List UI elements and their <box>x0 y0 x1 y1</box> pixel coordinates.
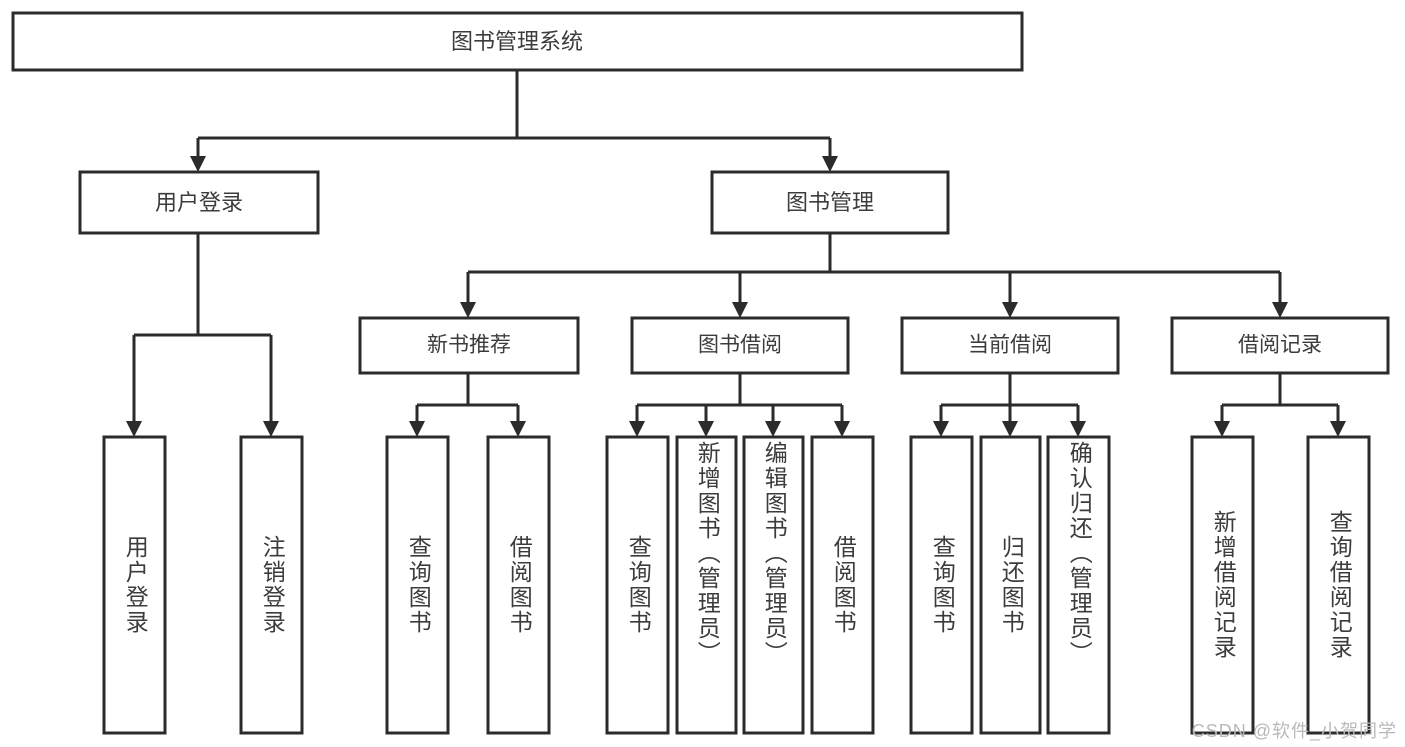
watermark-text: CSDN @软件_小贺同学 <box>1191 721 1397 741</box>
leaf-query-book-2-rect[interactable] <box>605 435 670 735</box>
node-root-rect[interactable] <box>11 11 1024 72</box>
leaf-query-book-3-rect[interactable] <box>909 435 974 735</box>
leaf-query-book-1-rect[interactable] <box>385 435 450 735</box>
leaf-query-record-rect[interactable] <box>1306 435 1371 735</box>
arrowhead-borrow-record <box>1272 302 1288 318</box>
leaf-add-book-rect[interactable] <box>675 435 738 735</box>
leaf-return-book-rect[interactable] <box>979 435 1042 735</box>
node-borrow-record[interactable]: 借阅记录 <box>1170 316 1390 375</box>
arrowhead-leaf-query-book-3 <box>933 421 949 437</box>
node-current-borrow-rect[interactable] <box>900 316 1120 375</box>
node-current-borrow[interactable]: 当前借阅 <box>900 316 1120 375</box>
node-book-borrow-label: 图书借阅 <box>698 334 782 357</box>
node-user-login-label: 用户登录 <box>155 190 243 215</box>
leaf-edit-book-rect[interactable] <box>742 435 805 735</box>
leaf-add-record-rect[interactable] <box>1190 435 1255 735</box>
leaf-confirm-return-rect[interactable] <box>1046 435 1111 735</box>
node-root[interactable]: 图书管理系统 <box>11 11 1024 72</box>
arrowhead-leaf-query-record <box>1330 421 1346 437</box>
node-book-manage-rect[interactable] <box>710 170 950 235</box>
node-user-login-rect[interactable] <box>78 170 320 235</box>
node-borrow-record-rect[interactable] <box>1170 316 1390 375</box>
node-user-login[interactable]: 用户登录 <box>78 170 320 235</box>
node-book-manage-label: 图书管理 <box>786 190 874 215</box>
leaf-borrow-book-1-rect[interactable] <box>486 435 551 735</box>
arrowhead-new-book-rec <box>460 302 476 318</box>
node-new-book-rec-label: 新书推荐 <box>427 334 511 357</box>
arrowhead-book-borrow <box>732 302 748 318</box>
node-book-manage[interactable]: 图书管理 <box>710 170 950 235</box>
arrowhead-leaf-return-book <box>1002 421 1018 437</box>
arrowhead-leaf-query-book-1 <box>409 421 425 437</box>
node-book-borrow-rect[interactable] <box>630 316 850 375</box>
arrowhead-leaf-user-login <box>126 421 142 437</box>
node-root-label: 图书管理系统 <box>451 29 583 54</box>
node-borrow-record-label: 借阅记录 <box>1238 334 1322 357</box>
node-current-borrow-label: 当前借阅 <box>968 334 1052 357</box>
arrowhead-leaf-borrow-book-1 <box>510 421 526 437</box>
arrowhead-user-login <box>190 156 206 172</box>
node-new-book-rec-rect[interactable] <box>358 316 580 375</box>
node-new-book-rec[interactable]: 新书推荐 <box>358 316 580 375</box>
arrowhead-book-manage <box>822 156 838 172</box>
edges-layer <box>126 70 1346 437</box>
leaf-logout-rect[interactable] <box>239 435 304 735</box>
arrowhead-leaf-confirm-return <box>1070 421 1086 437</box>
leaf-user-login-rect[interactable] <box>102 435 167 735</box>
node-book-borrow[interactable]: 图书借阅 <box>630 316 850 375</box>
arrowhead-leaf-borrow-book-2 <box>834 421 850 437</box>
leaf-borrow-book-2-rect[interactable] <box>810 435 875 735</box>
arrowhead-leaf-edit-book <box>765 421 781 437</box>
arrowhead-leaf-query-book-2 <box>629 421 645 437</box>
arrowhead-leaf-add-record <box>1214 421 1230 437</box>
arrowhead-current-borrow <box>1002 302 1018 318</box>
arrowhead-leaf-add-book <box>698 421 714 437</box>
nodes-layer: 图书管理系统 用户登录 图书管理 新书推荐 图书借阅 <box>11 11 1390 735</box>
arrowhead-leaf-logout <box>263 421 279 437</box>
leaf-boxes-layer <box>102 435 1371 735</box>
